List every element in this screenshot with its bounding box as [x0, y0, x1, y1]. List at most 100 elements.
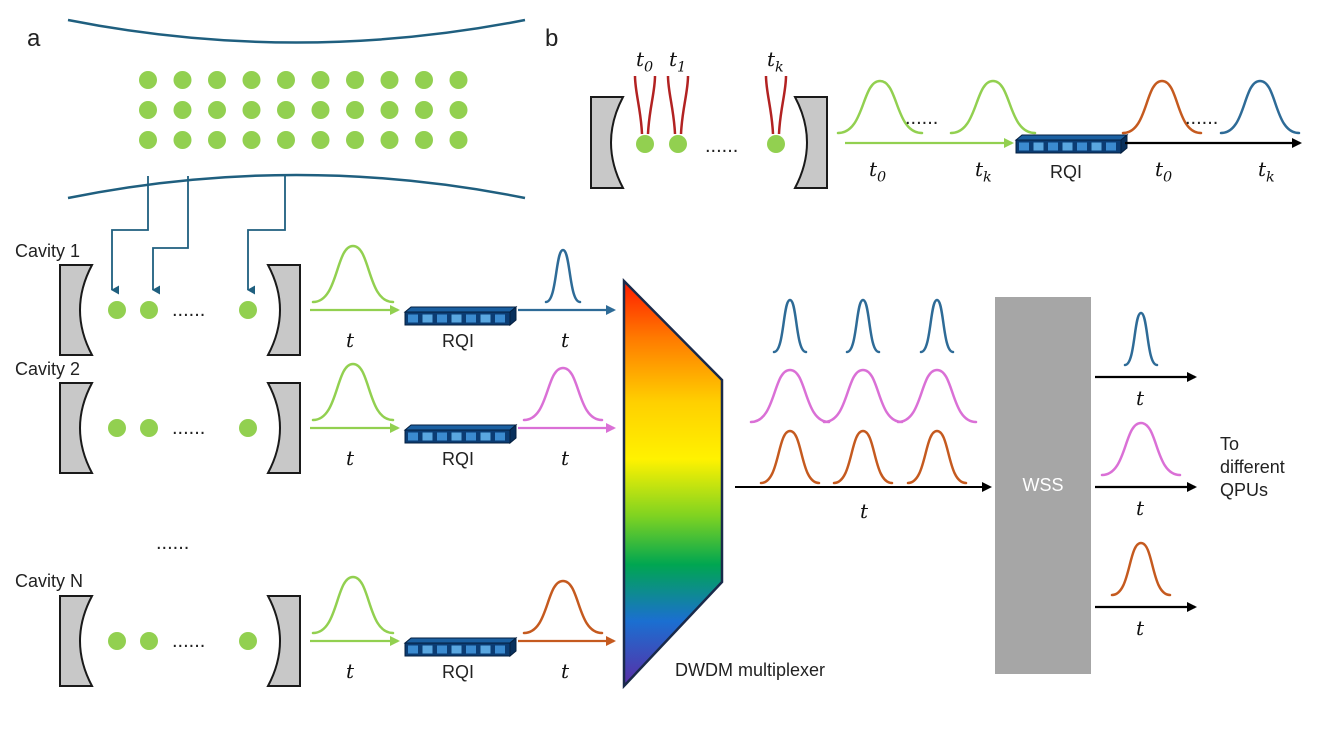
panel-b-atom [636, 135, 654, 153]
panel-b-rqi-label: RQI [1050, 162, 1082, 182]
atom [242, 131, 261, 149]
mux-orange-pulse [832, 429, 894, 485]
atom [346, 71, 364, 89]
mux-blue-pulse [772, 298, 808, 354]
array-top-boundary [67, 18, 526, 44]
rqi-converter [403, 636, 518, 658]
atom [380, 131, 399, 149]
array-bottom-boundary [67, 173, 526, 200]
rqi-cell [422, 645, 433, 654]
rqi-label: RQI [442, 449, 474, 469]
rqi-label: RQI [442, 662, 474, 682]
atom [277, 131, 295, 149]
emission-line [777, 75, 788, 135]
rqi-cell [495, 645, 505, 654]
atom [346, 131, 364, 149]
rqi-cell [422, 432, 433, 441]
rqi-side [509, 423, 517, 445]
cavity-2-label: Cavity 2 [15, 359, 80, 379]
panel-label-a: a [27, 25, 41, 52]
rqi-cell [466, 432, 476, 441]
dwdm-multiplexer [622, 277, 724, 690]
rqi-cell [1062, 142, 1073, 151]
converted-time-label: t [561, 446, 570, 470]
cavity-1-label: Cavity 1 [15, 241, 80, 261]
multiplexed-output [749, 298, 978, 485]
atom [449, 101, 468, 119]
wss-output-time-label-1: t [1136, 386, 1145, 410]
rqi-cell [495, 432, 505, 441]
atom [139, 71, 157, 89]
rqi-cell [495, 314, 505, 323]
rqi-cell [466, 645, 476, 654]
route-line-2 [152, 176, 189, 295]
cavity-emission-pulse [311, 575, 395, 635]
emission-time-label-3: tk [767, 47, 784, 76]
atom [242, 71, 261, 89]
cavity-ellipsis: ...... [156, 532, 189, 554]
wss-output-pulse-2 [1100, 421, 1182, 477]
right-mirror [266, 382, 301, 474]
wss-output-pulse-3 [1110, 541, 1172, 597]
rqi-converter [403, 423, 518, 445]
rqi-cell [480, 645, 491, 654]
emission-time-label-1-subscript: 0 [644, 60, 653, 76]
panel-b-input-axis-start-subscript: 0 [877, 170, 886, 186]
rqi-cell [437, 314, 447, 323]
rqi-side [1120, 133, 1128, 155]
atom [239, 632, 257, 650]
panel-label-b: b [545, 25, 558, 52]
atom [108, 301, 126, 319]
atom [380, 71, 399, 89]
panel-b-input-pulse-first [836, 79, 924, 135]
panel-b-output-pulse-last [1219, 79, 1301, 135]
rqi-cell [437, 645, 447, 654]
left-mirror [59, 382, 94, 474]
atom [173, 101, 192, 119]
rqi-converter [403, 305, 518, 327]
atom [139, 101, 157, 119]
dwdm-label: DWDM multiplexer [675, 660, 825, 680]
right-mirror [266, 264, 301, 356]
rqi-top [403, 424, 518, 431]
panel-b-atom-ellipsis: ...... [705, 135, 738, 157]
emission-line [666, 75, 677, 135]
wss-output-time-label-3: t [1136, 616, 1145, 640]
atom [242, 101, 261, 119]
atom [108, 419, 126, 437]
route-line-1 [111, 176, 149, 295]
atom-array [139, 71, 468, 149]
rqi-cell [437, 432, 447, 441]
atom [108, 632, 126, 650]
rqi-cell [480, 432, 491, 441]
atom [173, 71, 192, 89]
rqi-side [509, 636, 517, 658]
rqi-side [509, 305, 517, 327]
atom-ellipsis: ...... [172, 299, 205, 321]
emission-line [646, 75, 657, 135]
rqi-top [1014, 134, 1129, 141]
destination-line-3: QPUs [1220, 480, 1268, 500]
right-mirror [266, 595, 301, 687]
rqi-cell [451, 314, 462, 323]
wss-output-time-label-2: t [1136, 496, 1145, 520]
atom [415, 101, 433, 119]
emission-time-label-1: t0 [636, 47, 653, 76]
cavity-time-label: t [346, 446, 355, 470]
atom [277, 71, 295, 89]
atom [139, 131, 157, 149]
atom [208, 71, 226, 89]
left-mirror [59, 595, 94, 687]
converted-time-label: t [561, 659, 570, 683]
panel-b-output-axis-start-subscript: 0 [1163, 170, 1172, 186]
panel-b-output-axis-end: tk [1258, 157, 1275, 186]
left-mirror [59, 264, 94, 356]
rqi-top [403, 637, 518, 644]
